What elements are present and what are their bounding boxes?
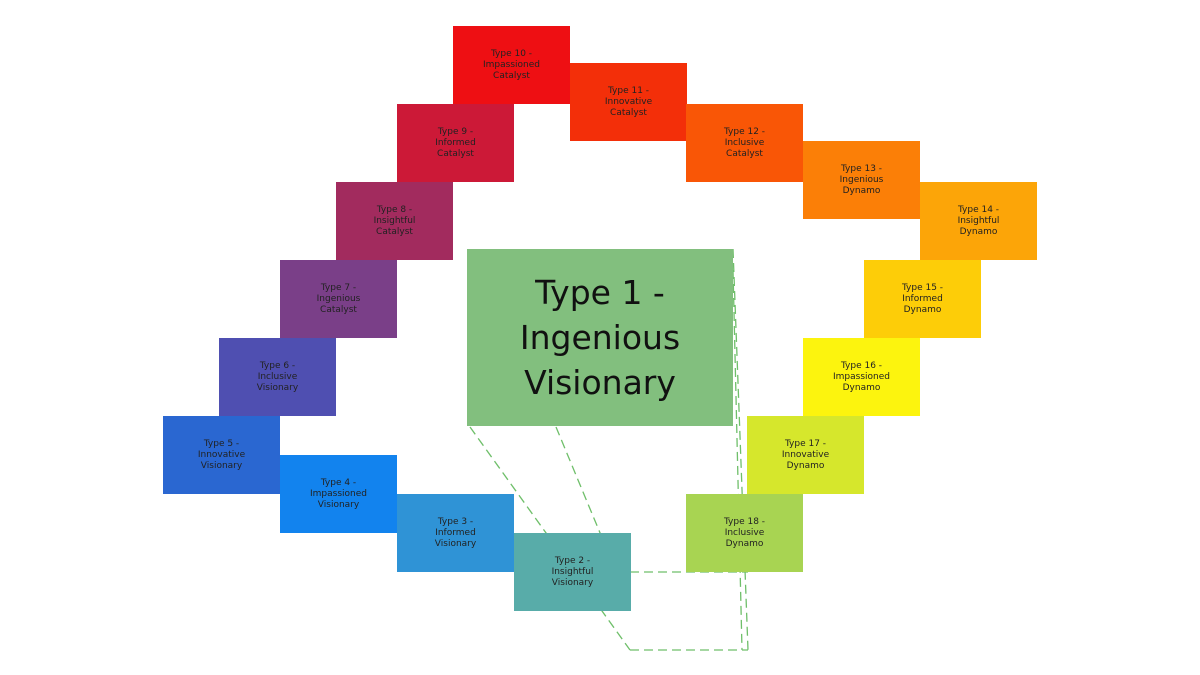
- type-17-tile: Type 17 - Innovative Dynamo: [747, 416, 864, 494]
- type-9-label: Type 9 - Informed Catalyst: [435, 126, 476, 159]
- type-6-tile: Type 6 - Inclusive Visionary: [219, 338, 336, 416]
- center-type-label: Type 1 - Ingenious Visionary: [519, 273, 681, 402]
- type-13-tile: Type 13 - Ingenious Dynamo: [803, 141, 920, 219]
- type-7-tile: Type 7 - Ingenious Catalyst: [280, 260, 397, 338]
- type-3-tile: Type 3 - Informed Visionary: [397, 494, 514, 572]
- type-11-tile: Type 11 - Innovative Catalyst: [570, 63, 687, 141]
- type-4-tile: Type 4 - Impassioned Visionary: [280, 455, 397, 533]
- type-9-tile: Type 9 - Informed Catalyst: [397, 104, 514, 182]
- type-8-tile: Type 8 - Insightful Catalyst: [336, 182, 453, 260]
- type-10-tile: Type 10 - Impassioned Catalyst: [453, 26, 570, 104]
- type-14-tile: Type 14 - Insightful Dynamo: [920, 182, 1037, 260]
- center-type-tile: Type 1 - Ingenious Visionary: [467, 249, 733, 426]
- type-2-label: Type 2 - Insightful Visionary: [551, 555, 594, 588]
- type-18-tile: Type 18 - Inclusive Dynamo: [686, 494, 803, 572]
- type-5-label: Type 5 - Innovative Visionary: [197, 438, 246, 471]
- connector-line-right-inner: [732, 269, 743, 651]
- type-12-label: Type 12 - Inclusive Catalyst: [723, 126, 766, 159]
- type-5-tile: Type 5 - Innovative Visionary: [163, 416, 280, 494]
- connector-line-right-outer: [732, 248, 749, 651]
- type-13-label: Type 13 - Ingenious Dynamo: [839, 163, 884, 196]
- type-8-label: Type 8 - Insightful Catalyst: [373, 204, 416, 237]
- type-4-label: Type 4 - Impassioned Visionary: [310, 477, 367, 510]
- type-16-tile: Type 16 - Impassioned Dynamo: [803, 338, 920, 416]
- type-6-label: Type 6 - Inclusive Visionary: [256, 360, 299, 393]
- type-2-tile: Type 2 - Insightful Visionary: [514, 533, 631, 611]
- type-18-label: Type 18 - Inclusive Dynamo: [723, 516, 766, 549]
- type-3-label: Type 3 - Informed Visionary: [434, 516, 477, 549]
- type-14-label: Type 14 - Insightful Dynamo: [957, 204, 1000, 237]
- type-15-tile: Type 15 - Informed Dynamo: [864, 260, 981, 338]
- type-15-label: Type 15 - Informed Dynamo: [901, 282, 944, 315]
- type-7-label: Type 7 - Ingenious Catalyst: [316, 282, 361, 315]
- type-16-label: Type 16 - Impassioned Dynamo: [833, 360, 890, 393]
- type-11-label: Type 11 - Innovative Catalyst: [604, 85, 653, 118]
- type-10-label: Type 10 - Impassioned Catalyst: [483, 48, 540, 81]
- type-12-tile: Type 12 - Inclusive Catalyst: [686, 104, 803, 182]
- type-17-label: Type 17 - Innovative Dynamo: [781, 438, 830, 471]
